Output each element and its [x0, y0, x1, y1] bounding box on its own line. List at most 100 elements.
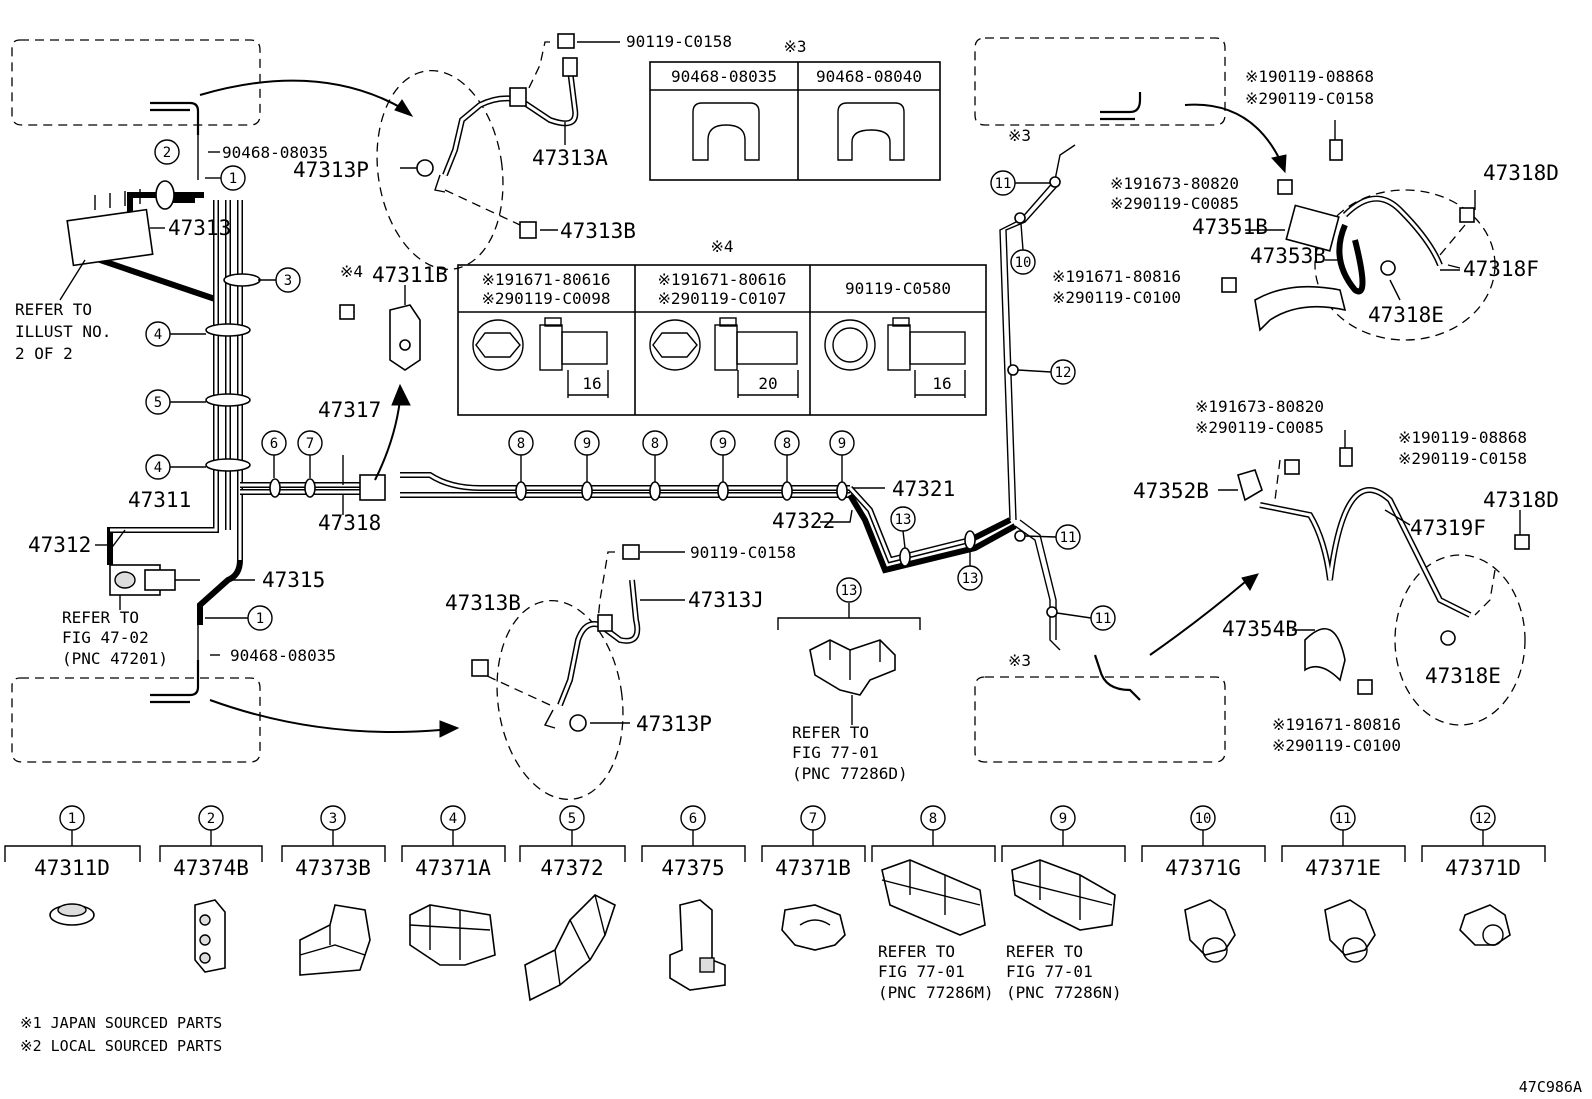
svg-text:※191671-80616: ※191671-80616	[658, 270, 787, 289]
marker: 8	[508, 430, 534, 482]
svg-text:47311D: 47311D	[34, 856, 110, 880]
svg-text:※4: ※4	[710, 237, 733, 256]
leaders	[95, 151, 1460, 656]
callout: 47318E	[1368, 303, 1444, 327]
svg-text:5: 5	[568, 811, 576, 827]
svg-text:13: 13	[841, 583, 858, 599]
callout: 47313	[168, 216, 231, 240]
callout: 47353B	[1250, 244, 1326, 268]
marker: 3	[258, 267, 301, 293]
svg-text:12: 12	[1055, 365, 1072, 381]
svg-text:4: 4	[154, 460, 162, 476]
svg-text:47371D: 47371D	[1445, 856, 1521, 880]
clip-13-group	[777, 603, 921, 725]
svg-text:8: 8	[929, 811, 937, 827]
svg-text:90119-C0580: 90119-C0580	[845, 279, 951, 298]
svg-text:90468-08035: 90468-08035	[671, 67, 777, 86]
callout: ※191671-80816	[1272, 715, 1401, 734]
svg-text:47371B: 47371B	[775, 856, 851, 880]
svg-text:47373B: 47373B	[295, 856, 371, 880]
svg-text:(PNC 77286M): (PNC 77286M)	[878, 983, 994, 1002]
callout: 90468-08035	[230, 646, 336, 665]
callout: 47318F	[1463, 257, 1539, 281]
svg-text:11: 11	[1060, 530, 1077, 546]
marker: 6	[261, 430, 287, 478]
callout-box-lower-left	[11, 660, 460, 763]
marker: 1	[205, 605, 273, 631]
svg-text:1: 1	[256, 611, 264, 627]
callout: 47317	[318, 398, 381, 422]
clip-item-9: 9	[1050, 805, 1076, 831]
marker: 8	[642, 430, 668, 482]
callout: 47351B	[1192, 215, 1268, 239]
rear-hose-right-lower	[1237, 430, 1530, 726]
callout-text: 90119-C0158 47313A 47313P 47313B 47313 9…	[28, 32, 1559, 755]
bracket-47311b	[339, 285, 421, 515]
front-hose-upper	[376, 33, 620, 271]
callout: 47313J	[688, 588, 764, 612]
marker: 8	[774, 430, 800, 482]
callout: ※290119-C0085	[1110, 194, 1239, 213]
svg-text:47371A: 47371A	[415, 856, 491, 880]
clip-item-8: 8	[920, 805, 946, 831]
marker: 5	[145, 389, 206, 415]
svg-text:FIG 77-01: FIG 77-01	[878, 962, 965, 981]
svg-text:※1 JAPAN SOURCED PARTS: ※1 JAPAN SOURCED PARTS	[20, 1014, 222, 1032]
callout: 90119-C0158	[626, 32, 732, 51]
svg-text:※3: ※3	[783, 37, 806, 56]
clip-item-10: 10 47371G	[1165, 805, 1241, 880]
svg-text:(PNC 47201): (PNC 47201)	[62, 649, 168, 668]
svg-text:1: 1	[68, 811, 76, 827]
callout: 47352B	[1133, 479, 1209, 503]
bolt-table	[457, 264, 987, 416]
callout: 47313B	[445, 591, 521, 615]
svg-text:6: 6	[689, 811, 697, 827]
svg-text:4: 4	[449, 811, 457, 827]
marker: 1	[205, 165, 246, 191]
callout: 47318E	[1425, 664, 1501, 688]
svg-text:FIG 77-01: FIG 77-01	[1006, 962, 1093, 981]
markers: 1 2 3 4 5 4 6 7 8 9 8 9 8 9 1 10 11 12 1…	[145, 139, 1116, 631]
callout: 47354B	[1222, 617, 1298, 641]
svg-text:10: 10	[1015, 255, 1032, 271]
svg-text:REFER TO: REFER TO	[878, 942, 955, 961]
svg-text:13: 13	[895, 512, 912, 528]
callout: 47313P	[293, 158, 369, 182]
svg-text:※191671-80616: ※191671-80616	[482, 270, 611, 289]
svg-text:16: 16	[582, 374, 601, 393]
callout: ※3	[1008, 651, 1031, 670]
rear-brake-lines	[240, 144, 1076, 651]
clip-item-4: 4 47371A	[415, 805, 491, 880]
callout-box-upper-left	[11, 39, 414, 135]
marker: 13	[890, 506, 916, 549]
svg-text:5: 5	[154, 395, 162, 411]
svg-text:10: 10	[1195, 811, 1212, 827]
callout-box-lower-right	[974, 573, 1259, 763]
clip-table	[649, 61, 941, 181]
callout: 47312	[28, 533, 91, 557]
svg-text:47371G: 47371G	[1165, 856, 1241, 880]
svg-text:※290119-C0098: ※290119-C0098	[482, 289, 611, 308]
svg-text:8: 8	[517, 436, 525, 452]
svg-text:13: 13	[962, 571, 979, 587]
svg-text:2: 2	[163, 145, 171, 161]
svg-text:(PNC 77286D): (PNC 77286D)	[792, 764, 908, 783]
svg-text:8: 8	[783, 436, 791, 452]
marker: 11	[990, 170, 1050, 196]
svg-text:47371E: 47371E	[1305, 856, 1381, 880]
svg-text:FIG 77-01: FIG 77-01	[792, 743, 879, 762]
callout: 47319F	[1410, 516, 1486, 540]
marker: 4	[145, 321, 206, 347]
svg-text:4: 4	[154, 327, 162, 343]
callout: ※3	[1008, 126, 1031, 145]
main-harness	[59, 135, 261, 660]
callout: 90119-C0158	[690, 543, 796, 562]
marker: 9	[710, 430, 736, 482]
callout: ※4	[340, 262, 363, 281]
svg-text:47374B: 47374B	[173, 856, 249, 880]
